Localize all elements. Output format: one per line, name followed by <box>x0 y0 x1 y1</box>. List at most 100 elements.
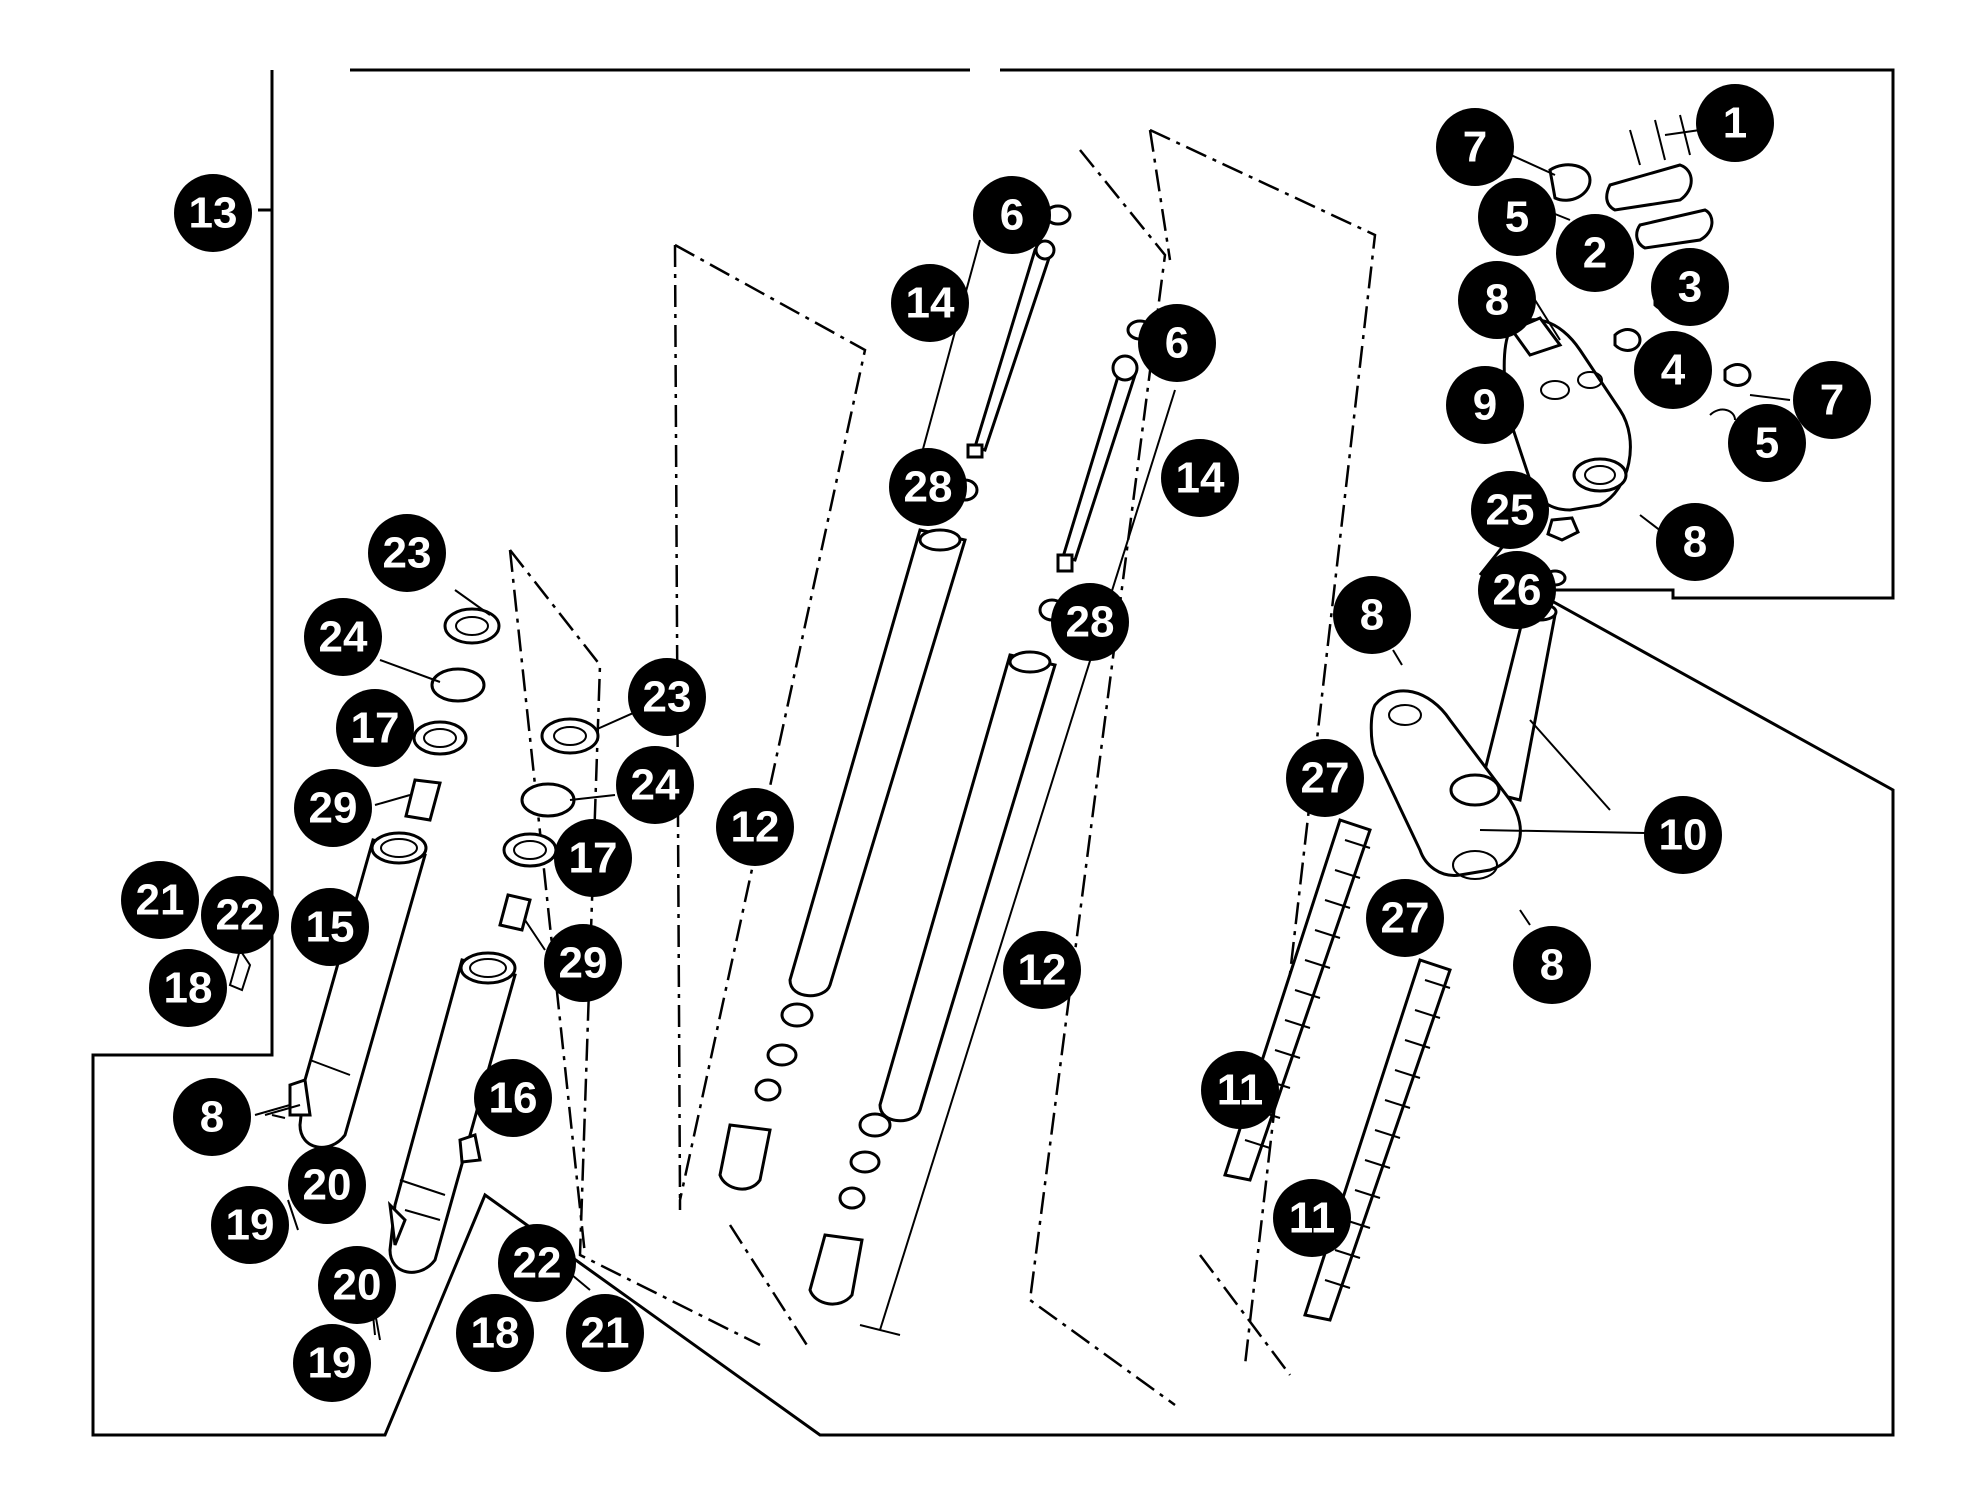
svg-text:2: 2 <box>1583 229 1607 278</box>
callout-10: 10 <box>1644 796 1722 874</box>
callout-8-d: 8 <box>1513 926 1591 1004</box>
callout-28-a: 28 <box>889 448 967 526</box>
callout-23-b: 23 <box>628 658 706 736</box>
callout-27-a: 27 <box>1286 739 1364 817</box>
dashed-outline-left-stanchion <box>674 243 867 1210</box>
callout-8-c: 8 <box>1333 576 1411 654</box>
seals-left <box>404 607 501 822</box>
callout-26: 26 <box>1478 551 1556 629</box>
svg-text:14: 14 <box>1176 454 1225 503</box>
svg-text:25: 25 <box>1486 486 1535 535</box>
callout-28-b: 28 <box>1051 583 1129 661</box>
svg-text:28: 28 <box>904 463 953 512</box>
svg-text:9: 9 <box>1473 381 1497 430</box>
svg-text:10: 10 <box>1659 811 1708 860</box>
svg-text:29: 29 <box>559 939 608 988</box>
callout-2: 2 <box>1556 214 1634 292</box>
callout-21-b: 21 <box>566 1294 644 1372</box>
callout-5: 5 <box>1478 178 1556 256</box>
svg-text:3: 3 <box>1678 263 1702 312</box>
svg-text:5: 5 <box>1505 193 1529 242</box>
callout-12-b: 12 <box>1003 931 1081 1009</box>
callout-22-b: 22 <box>498 1224 576 1302</box>
callout-17-a: 17 <box>336 689 414 767</box>
callout-19-b: 19 <box>293 1324 371 1402</box>
spring-right <box>1303 958 1452 1322</box>
callout-25: 25 <box>1471 471 1549 549</box>
assembly-outline <box>91 68 1895 1437</box>
svg-text:15: 15 <box>306 903 355 952</box>
callout-7: 7 <box>1436 108 1514 186</box>
svg-text:8: 8 <box>200 1093 224 1142</box>
callout-20-b: 20 <box>318 1246 396 1324</box>
svg-text:7: 7 <box>1820 376 1844 425</box>
svg-text:14: 14 <box>906 279 955 328</box>
stanchion-left <box>788 528 967 998</box>
seals-right <box>498 717 600 932</box>
callout-29-b: 29 <box>544 924 622 1002</box>
callout-1: 1 <box>1696 84 1774 162</box>
slider-left <box>288 831 428 1149</box>
lower-triple-clamp <box>1369 602 1558 880</box>
callout-8-b: 8 <box>1656 503 1734 581</box>
callout-9: 9 <box>1446 366 1524 444</box>
svg-text:23: 23 <box>383 529 432 578</box>
callout-17-b: 17 <box>554 819 632 897</box>
svg-text:8: 8 <box>1360 591 1384 640</box>
svg-text:11: 11 <box>1217 1066 1264 1115</box>
callout-14-a: 14 <box>891 264 969 342</box>
svg-text:7: 7 <box>1463 123 1487 172</box>
stanchion-right <box>878 650 1057 1123</box>
svg-text:27: 27 <box>1301 754 1350 803</box>
svg-text:13: 13 <box>189 189 238 238</box>
svg-text:4: 4 <box>1661 346 1686 395</box>
svg-text:6: 6 <box>1000 191 1024 240</box>
svg-text:12: 12 <box>1018 946 1067 995</box>
callout-15: 15 <box>291 888 369 966</box>
callout-8-a: 8 <box>1458 261 1536 339</box>
callout-8-e: 8 <box>173 1078 251 1156</box>
callout-24-b: 24 <box>616 746 694 824</box>
svg-text:11: 11 <box>1289 1194 1336 1243</box>
svg-text:8: 8 <box>1485 276 1509 325</box>
svg-text:12: 12 <box>731 803 780 852</box>
callout-29-a: 29 <box>294 769 372 847</box>
svg-text:22: 22 <box>216 891 265 940</box>
callout-21-a: 21 <box>121 861 199 939</box>
svg-text:20: 20 <box>333 1261 382 1310</box>
svg-text:17: 17 <box>351 704 400 753</box>
svg-text:8: 8 <box>1683 518 1707 567</box>
rings-left <box>718 1002 814 1191</box>
svg-text:26: 26 <box>1493 566 1542 615</box>
svg-text:21: 21 <box>581 1309 630 1358</box>
svg-text:22: 22 <box>513 1239 562 1288</box>
svg-text:8: 8 <box>1540 941 1564 990</box>
svg-text:21: 21 <box>136 876 185 925</box>
callout-11-a: 11 <box>1201 1051 1279 1129</box>
callout-6: 6 <box>973 176 1051 254</box>
svg-text:1: 1 <box>1723 99 1747 148</box>
callout-11-b: 11 <box>1273 1179 1351 1257</box>
svg-text:18: 18 <box>471 1309 520 1358</box>
callout-24-a: 24 <box>304 598 382 676</box>
svg-text:17: 17 <box>569 834 618 883</box>
slider-right <box>387 951 517 1274</box>
damper-rod-right <box>1056 354 1139 573</box>
callout-12-a: 12 <box>716 788 794 866</box>
svg-text:28: 28 <box>1066 598 1115 647</box>
svg-text:5: 5 <box>1755 419 1779 468</box>
svg-text:24: 24 <box>319 613 368 662</box>
callout-22-a: 22 <box>201 876 279 954</box>
damper-rod-left <box>966 239 1056 459</box>
callout-19-a: 19 <box>211 1186 289 1264</box>
callout-18-b: 18 <box>456 1294 534 1372</box>
callout-3: 3 <box>1651 248 1729 326</box>
callout-13: 13 <box>174 174 252 252</box>
svg-text:16: 16 <box>489 1074 538 1123</box>
svg-text:27: 27 <box>1381 894 1430 943</box>
svg-text:19: 19 <box>308 1339 357 1388</box>
svg-text:24: 24 <box>631 761 680 810</box>
svg-text:29: 29 <box>309 784 358 833</box>
svg-text:23: 23 <box>643 673 692 722</box>
